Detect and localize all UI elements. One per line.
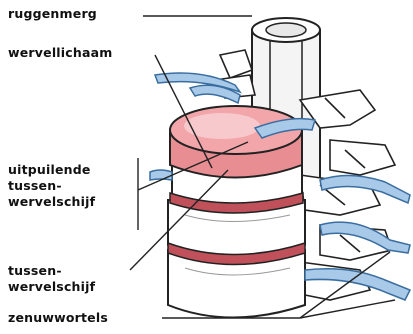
label-spinal-cord: ruggenmerg — [8, 6, 97, 22]
label-disc-line-2: wervelschijf — [8, 279, 95, 295]
label-disc: tussen- wervelschijf — [8, 263, 95, 295]
label-herniated-disc-line-3: wervelschijf — [8, 194, 95, 210]
label-disc-line-1: tussen- — [8, 263, 95, 279]
label-herniated-disc-line-2: tussen- — [8, 178, 95, 194]
label-herniated-disc-line-1: uitpuilende — [8, 162, 95, 178]
label-spinal-cord-text: ruggenmerg — [8, 6, 97, 21]
lower-vertebrae — [168, 163, 305, 318]
label-vertebral-body-text: wervellichaam — [8, 45, 112, 60]
label-herniated-disc: uitpuilende tussen- wervelschijf — [8, 162, 95, 210]
label-nerve-roots-text: zenuwwortels — [8, 310, 108, 325]
label-vertebral-body: wervellichaam — [8, 45, 112, 61]
label-nerve-roots: zenuwwortels — [8, 310, 108, 326]
